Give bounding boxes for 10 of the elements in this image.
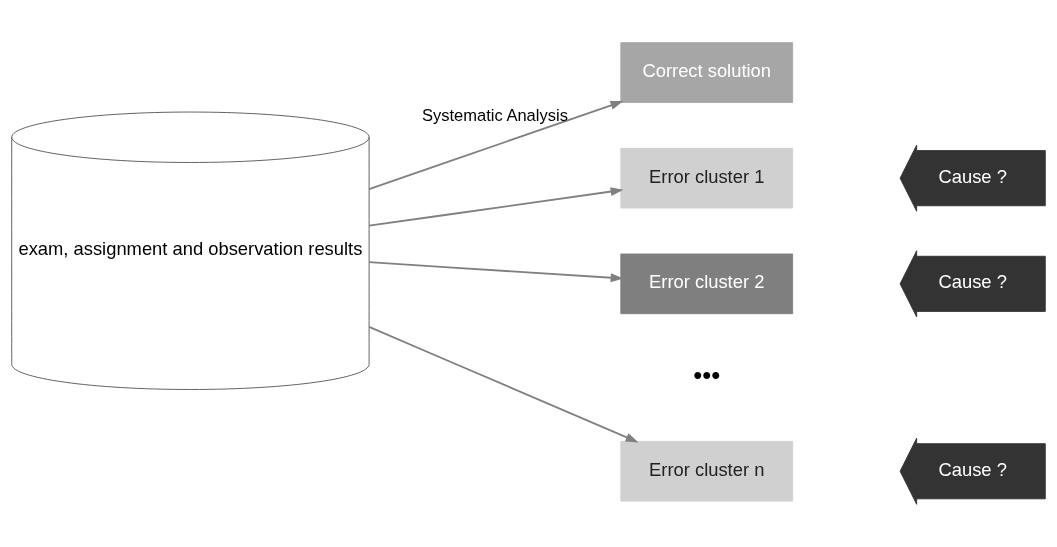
arrow: [368, 261, 624, 283]
arrow: [368, 187, 624, 227]
arrow: [368, 326, 639, 443]
node-box: Error cluster n: [620, 440, 794, 502]
arrow: [368, 101, 624, 191]
node-box: Correct solution: [620, 42, 794, 103]
node-box: Error cluster 2: [620, 253, 794, 315]
edge-label: Systematic Analysis: [421, 105, 568, 125]
label: •••: [693, 360, 721, 389]
node-box: Error cluster 1: [620, 147, 794, 209]
